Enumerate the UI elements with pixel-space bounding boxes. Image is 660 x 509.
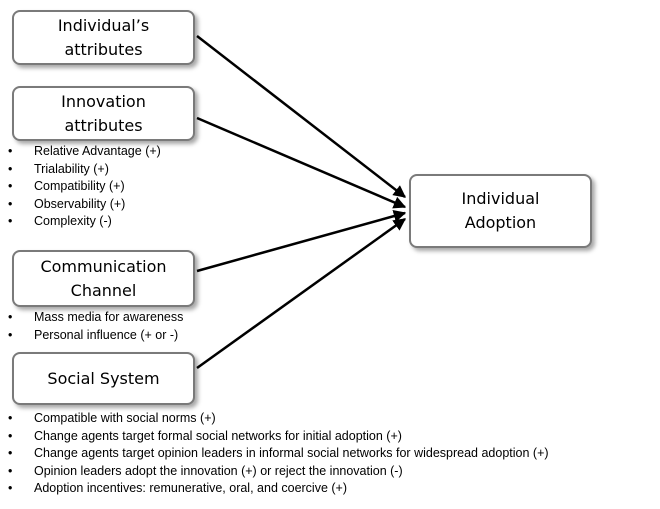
arrow-communication-to-adoption: [196, 210, 407, 273]
list-item: Compatible with social norms (+): [6, 410, 549, 428]
arrow-innovation-to-adoption: [196, 116, 407, 209]
arrow-individual-to-adoption: [196, 35, 406, 198]
node-label-line2: Adoption: [464, 213, 537, 232]
node-label-line2: attributes: [64, 115, 143, 135]
node-label-line2: Channel: [70, 280, 137, 300]
node-label-line1: Individual’s: [57, 15, 150, 35]
list-item: Complexity (-): [6, 213, 161, 231]
node-label-line1: Innovation: [61, 91, 146, 111]
node-social-system: Social System: [12, 352, 195, 405]
social-system-list: Compatible with social norms (+) Change …: [6, 410, 549, 498]
node-individual-attributes: Individual’s attributes: [12, 10, 195, 65]
node-individual-adoption: Individual Adoption: [409, 174, 592, 248]
list-item: Opinion leaders adopt the innovation (+)…: [6, 463, 549, 481]
list-item: Relative Advantage (+): [6, 143, 161, 161]
node-label-line1: Individual: [461, 189, 540, 208]
node-label-line1: Social System: [47, 368, 160, 388]
list-item: Personal influence (+ or -): [6, 327, 183, 345]
node-label-line2: attributes: [64, 39, 143, 59]
innovation-attributes-list: Relative Advantage (+) Trialability (+) …: [6, 143, 161, 231]
node-label-line1: Communication: [40, 256, 167, 276]
arrow-social-to-adoption: [196, 217, 407, 370]
node-communication-channel: Communication Channel: [12, 250, 195, 307]
list-item: Adoption incentives: remunerative, oral,…: [6, 480, 549, 498]
list-item: Observability (+): [6, 196, 161, 214]
list-item: Change agents target opinion leaders in …: [6, 445, 549, 463]
list-item: Change agents target formal social netwo…: [6, 428, 549, 446]
list-item: Trialability (+): [6, 161, 161, 179]
communication-channel-list: Mass media for awareness Personal influe…: [6, 309, 183, 344]
list-item: Mass media for awareness: [6, 309, 183, 327]
node-innovation-attributes: Innovation attributes: [12, 86, 195, 141]
list-item: Compatibility (+): [6, 178, 161, 196]
